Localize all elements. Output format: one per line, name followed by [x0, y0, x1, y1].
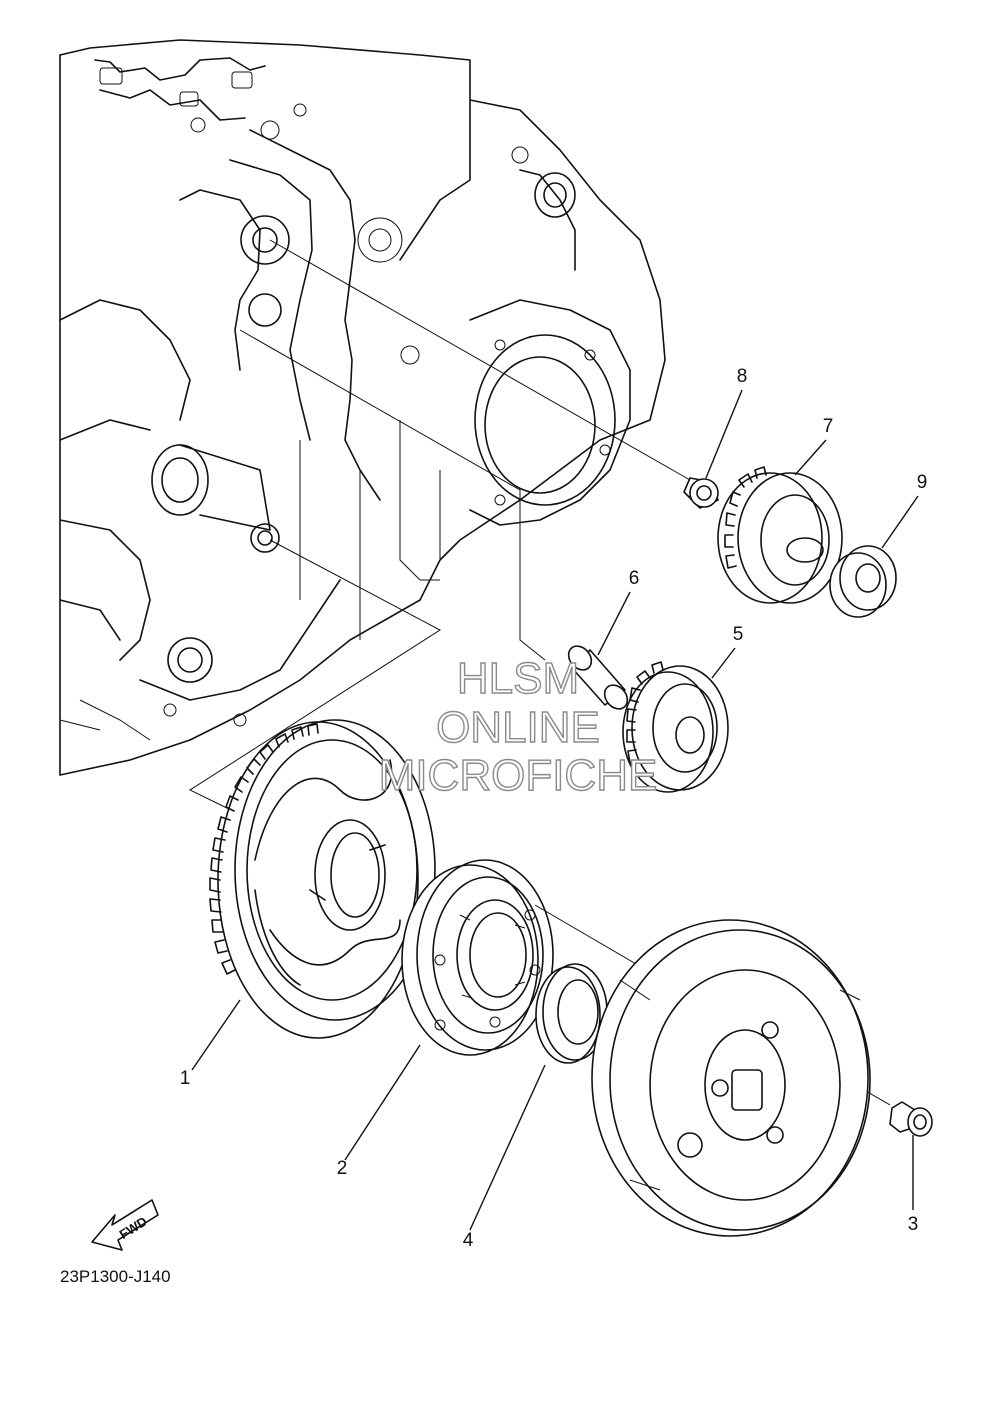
callout-leaders — [191, 389, 919, 1231]
callout-9: 9 — [917, 472, 928, 493]
starter-clutch-housing — [591, 919, 871, 1237]
part-4-washer — [535, 963, 608, 1064]
watermark: HLSM ONLINE MICROFICHE — [378, 653, 658, 800]
part-6-idler-shaft — [567, 645, 629, 710]
part-3-bolt — [889, 1101, 933, 1137]
callout-3: 3 — [908, 1214, 919, 1235]
part-9-bearing — [829, 545, 897, 618]
part-1-large-driven-gear — [209, 719, 436, 1039]
callout-8: 8 — [737, 366, 748, 387]
figure-code: 23P1300-J140 — [60, 1267, 171, 1286]
gear-teeth — [209, 723, 319, 975]
watermark-line-3: MICROFICHE — [379, 751, 658, 800]
crankcase-illustration — [59, 39, 666, 776]
callout-5: 5 — [733, 624, 744, 645]
callout-6: 6 — [629, 568, 640, 589]
part-8-bearing — [683, 477, 719, 509]
part-5-idler-gear — [622, 661, 729, 793]
watermark-line-2: ONLINE — [436, 703, 600, 752]
watermark-line-1: HLSM — [457, 654, 579, 703]
callout-1: 1 — [180, 1068, 191, 1089]
forward-arrow-icon: FWD — [91, 1199, 159, 1251]
part-2-one-way-clutch — [401, 859, 554, 1056]
part-7-idler-gear-2 — [717, 466, 843, 604]
callout-7: 7 — [823, 416, 834, 437]
callout-labels: 8 7 9 6 5 1 2 4 3 — [180, 366, 928, 1251]
callout-2: 2 — [337, 1158, 348, 1179]
callout-4: 4 — [463, 1230, 474, 1251]
